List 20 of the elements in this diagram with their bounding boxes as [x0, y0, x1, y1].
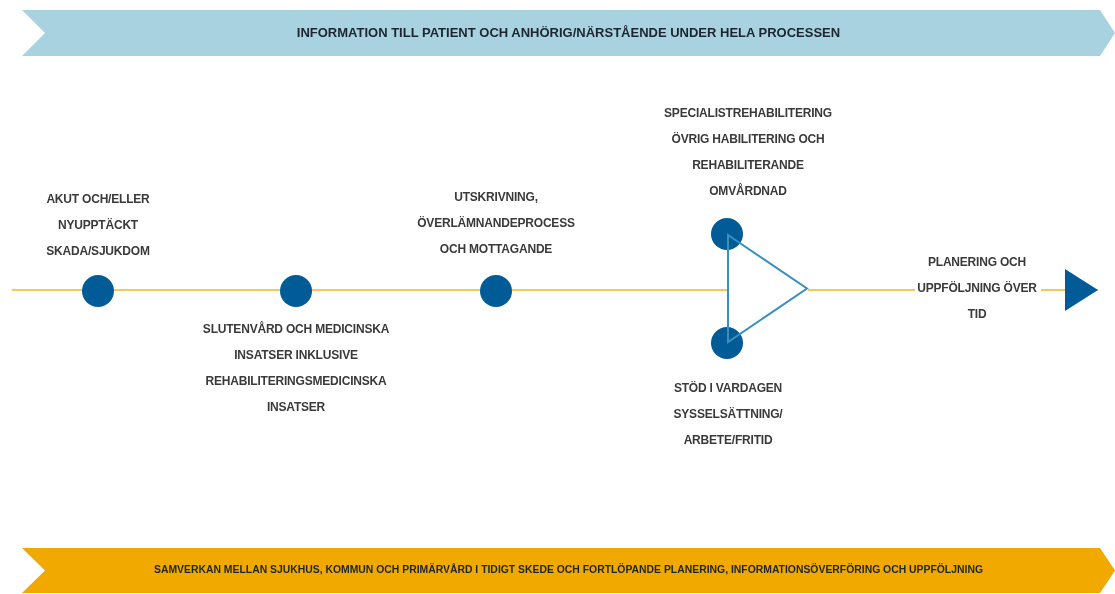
milestone-dot [280, 275, 312, 307]
timeline-line [807, 289, 916, 291]
stage-label: AKUT OCH/ELLER NYUPPTÄCKT SKADA/SJUKDOM [45, 191, 151, 260]
stage-label: PLANERING OCH UPPFÖLJNING ÖVER TID [915, 249, 1039, 327]
timeline-arrow [1040, 269, 1099, 311]
timeline-line [311, 289, 481, 291]
stage-label: SPECIALISTREHABILITERING ÖVRIG HABILITERING OCH REHABILITERANDE OMVÅRDNAD [663, 105, 833, 200]
stage-label: UTSKRIVNING, ÖVERLÄMNANDEPROCESS OCH MOTTAGANDE [416, 189, 576, 258]
milestone-dot [480, 275, 512, 307]
banner-text: INFORMATION TILL PATIENT OCH ANHÖRIG/NÄRSTÅENDE UNDER HELA PROCESSEN [295, 25, 842, 41]
milestone-dot [711, 218, 743, 250]
stage-label: SLUTENVÅRD OCH MEDICINSKA INSATSER INKLUSIVE REHABILITERINGSMEDICINSKA INSATSER [201, 320, 391, 416]
banner-text: SAMVERKAN MELLAN SJUKHUS, KOMMUN OCH PRIMÄRVÅRD I TIDIGT SKEDE OCH FORTLÖPANDE PLANERING, INFORMATIONSÖVERFÖRING OCH UPPFÖLJNING [153, 564, 984, 576]
timeline-line [511, 289, 728, 291]
milestone-dot [711, 327, 743, 359]
timeline-line [113, 289, 281, 291]
stage-label: STÖD I VARDAGEN SYSSELSÄTTNING/ ARBETE/FRITID [672, 380, 784, 449]
branch-triangle [727, 234, 808, 343]
timeline-line [11, 289, 83, 291]
milestone-dot [82, 275, 114, 307]
